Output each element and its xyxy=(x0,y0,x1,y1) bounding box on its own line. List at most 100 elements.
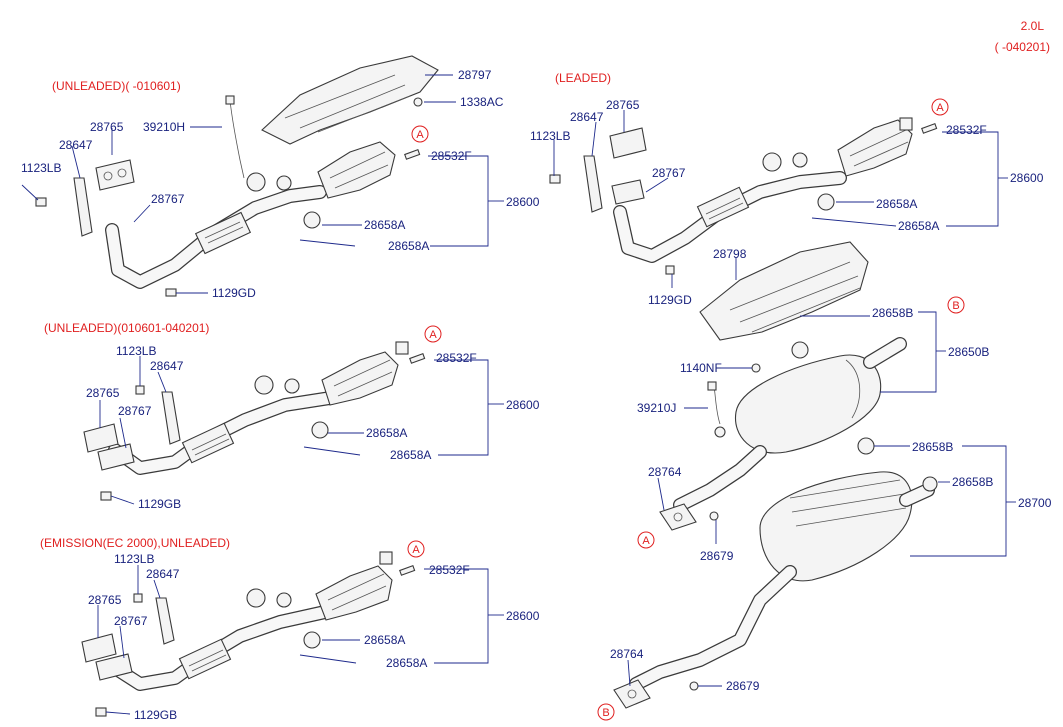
marker-a xyxy=(637,531,655,549)
gasket-part xyxy=(659,503,697,531)
part-number-label: 28647 xyxy=(59,138,93,152)
bolt-part xyxy=(549,174,561,184)
gasket-part xyxy=(97,443,135,471)
nut-part xyxy=(413,97,423,107)
part-number-label: 28600 xyxy=(506,398,540,412)
part-number-label: 28647 xyxy=(570,110,604,124)
part-number-label: 28765 xyxy=(86,386,120,400)
marker-a-label: A xyxy=(412,544,420,556)
bracket-part xyxy=(73,177,93,237)
section-leaded: (LEADED) A 28765 28647 1123LB xyxy=(530,71,1044,341)
part-number-label: 28765 xyxy=(90,120,124,134)
part-number-label: 28658A xyxy=(364,218,405,232)
nut-part xyxy=(689,681,699,691)
hanger-rubber-part xyxy=(246,172,266,192)
hanger-rubber-part xyxy=(817,193,835,211)
part-number-label: 28532F xyxy=(429,563,470,577)
part-number-label: 28658B xyxy=(872,306,913,320)
part-number-label: 1140NF xyxy=(680,361,722,375)
hanger-rubber-part xyxy=(857,437,875,455)
hanger-rubber-part xyxy=(792,152,808,168)
hanger-rubber-part xyxy=(311,421,329,439)
marker-a xyxy=(407,540,425,558)
flexible-joint-part xyxy=(178,638,232,680)
gasket-part xyxy=(611,179,645,205)
nut-part xyxy=(751,363,761,373)
bolt-part xyxy=(95,707,107,717)
section-center-muffler: B A 28658B 28650B 1140NF 39210J 28764 28… xyxy=(637,296,989,563)
part-number-label: 28658A xyxy=(876,197,917,211)
section-unleaded-1: (UNLEADED)( -010601) A xyxy=(21,55,540,300)
gasket-part xyxy=(609,127,647,159)
hanger-rubber-part xyxy=(791,341,809,359)
part-number-label: 28765 xyxy=(606,98,640,112)
nut-part xyxy=(709,511,719,521)
part-number-label: 28650B xyxy=(948,345,989,359)
hanger-rubber-part xyxy=(254,375,274,395)
part-number-label: 28658A xyxy=(386,656,427,670)
hanger-rubber-part xyxy=(303,631,321,649)
part-number-label: 28767 xyxy=(151,192,185,206)
part-number-label: 28600 xyxy=(506,195,540,209)
marker-a xyxy=(931,98,949,116)
section-title-unleaded-2: (UNLEADED)(010601-040201) xyxy=(44,321,209,335)
gasket-part xyxy=(83,423,119,453)
hanger-rubber-part xyxy=(284,378,300,394)
bolt-part xyxy=(665,265,675,275)
bolt-part xyxy=(165,288,177,297)
catalytic-converter-part xyxy=(837,119,913,177)
stud-part xyxy=(399,565,416,576)
flange-part xyxy=(899,117,913,131)
marker-a-label: A xyxy=(936,102,944,114)
marker-a-label: A xyxy=(416,129,424,141)
bracket-part xyxy=(161,391,181,445)
hanger-rubber-part xyxy=(922,476,938,492)
gasket-part xyxy=(95,653,133,681)
marker-b-label: B xyxy=(602,707,609,719)
part-number-label: 28658A xyxy=(366,426,407,440)
part-number-label: 28679 xyxy=(726,679,760,693)
bracket-part xyxy=(155,597,175,645)
gasket-part xyxy=(95,159,135,191)
stud-part xyxy=(404,149,421,160)
marker-b xyxy=(947,296,965,314)
heat-shield-part xyxy=(261,55,439,145)
flexible-joint-part xyxy=(194,211,252,255)
section-emission: (EMISSION(EC 2000),UNLEADED) A 1123LB 28… xyxy=(40,536,540,722)
bolt-part xyxy=(100,491,112,501)
front-pipe-part xyxy=(613,171,847,263)
main-muffler-part xyxy=(759,471,913,582)
part-number-label: 28647 xyxy=(150,359,184,373)
part-number-label: 1129GB xyxy=(134,708,177,722)
heat-shield-part xyxy=(699,241,869,341)
hanger-rubber-part xyxy=(276,592,292,608)
marker-b xyxy=(597,703,615,721)
part-number-label: 28658B xyxy=(952,475,993,489)
engine-label: 2.0L xyxy=(1021,19,1045,33)
date-range-label: ( -040201) xyxy=(995,40,1050,54)
part-number-label: 28679 xyxy=(700,549,734,563)
part-number-label: 28765 xyxy=(88,593,122,607)
hanger-rubber-part xyxy=(276,175,292,191)
part-number-label: 28647 xyxy=(146,567,180,581)
part-number-label: 28658A xyxy=(388,239,429,253)
flexible-joint-part xyxy=(696,186,750,228)
part-number-label: 39210J xyxy=(637,401,676,415)
section-main-muffler: B 28658B 28658B 28700 28764 28679 xyxy=(597,437,1052,721)
catalytic-converter-part xyxy=(315,565,393,621)
bracket-part xyxy=(583,155,603,213)
marker-a xyxy=(424,325,442,343)
section-title-leaded: (LEADED) xyxy=(555,71,611,85)
section-title-unleaded-1: (UNLEADED)( -010601) xyxy=(52,79,181,93)
oxygen-sensor-part xyxy=(229,99,245,179)
part-number-label: 28767 xyxy=(114,614,148,628)
part-number-label: 28767 xyxy=(118,404,152,418)
bolt-part xyxy=(133,593,143,603)
flange-part xyxy=(395,341,409,355)
part-number-label: 1129GD xyxy=(212,286,256,300)
part-number-label: 28764 xyxy=(610,647,644,661)
hanger-rubber-part xyxy=(303,211,321,229)
catalytic-converter-part xyxy=(317,141,396,199)
hanger-rubber-part xyxy=(246,588,266,608)
